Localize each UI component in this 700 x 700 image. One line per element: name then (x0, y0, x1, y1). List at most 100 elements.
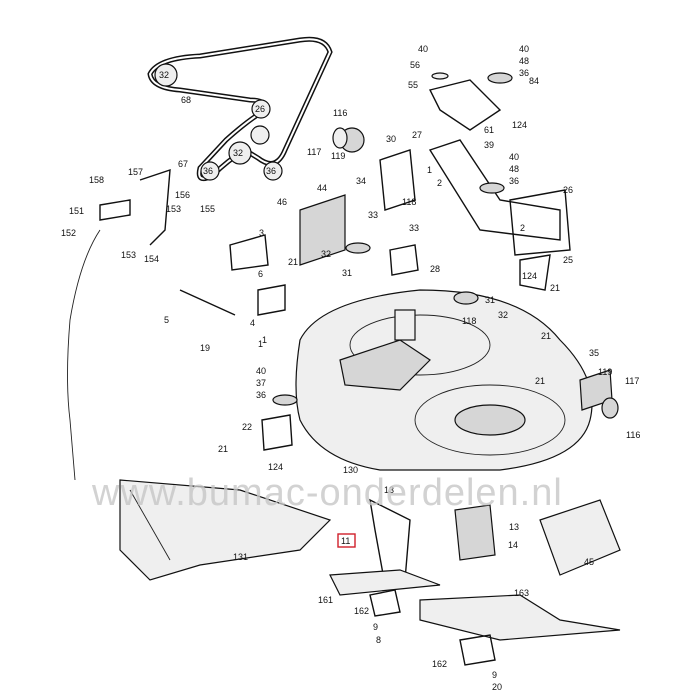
part-label: 31 (342, 268, 352, 278)
pulley-36-left (272, 394, 298, 406)
belt-pulley-32-bottom (228, 141, 252, 165)
part-label: 21 (541, 331, 551, 341)
part-label: 25 (563, 255, 573, 265)
bracket-25 (519, 254, 551, 291)
deck-left-chamber (349, 314, 491, 376)
spindle-housing-14 (454, 504, 496, 561)
bracket-4 (257, 284, 286, 316)
part-label: 124 (268, 462, 283, 472)
part-label: 19 (200, 343, 210, 353)
part-label: 124 (522, 271, 537, 281)
part-label: 1 (258, 339, 263, 349)
part-label-highlighted: 11 (341, 536, 350, 546)
part-label: 4 (250, 318, 255, 328)
part-label: 151 (69, 206, 84, 216)
part-label: 28 (430, 264, 440, 274)
part-label: 40 (256, 366, 266, 376)
part-label: 2 (437, 178, 442, 188)
part-label: 154 (144, 254, 159, 264)
part-label: 44 (317, 183, 327, 193)
part-label: 153 (121, 250, 136, 260)
belt-diagram: 32 26 36 32 36 (147, 36, 333, 182)
part-label: 21 (535, 376, 545, 386)
blade-163 (419, 594, 621, 641)
belt-pulley-26-top (251, 99, 271, 119)
idler-arm-27 (428, 139, 561, 241)
part-label: 5 (164, 315, 169, 325)
part-label: 161 (318, 595, 333, 605)
rod-6 (179, 289, 236, 316)
part-label: 37 (256, 378, 266, 388)
upper-assembly (67, 72, 619, 481)
bracket-26 (509, 189, 571, 256)
belt-pulley-36-left (200, 161, 220, 181)
part-labels: 40 56 55 40 48 36 84 124 61 30 27 39 40 … (61, 44, 640, 692)
idler-pulley-36 (487, 72, 513, 84)
watermark: www.bumac-onderdelen.nl (91, 472, 563, 514)
wheel-119 (601, 397, 619, 419)
part-label: 32 (321, 249, 331, 259)
part-label: 153 (166, 204, 181, 214)
part-label: 67 (178, 159, 188, 169)
part-label: 45 (584, 557, 594, 567)
part-label: 1 (427, 165, 432, 175)
deck-cover-plate (339, 339, 431, 391)
part-label: 124 (512, 120, 527, 130)
pulley-label: 36 (266, 166, 276, 176)
belt-guard-44 (299, 194, 346, 266)
part-label: 119 (598, 367, 612, 377)
part-label: 33 (409, 223, 419, 233)
part-label: 9 (373, 622, 378, 632)
chute-frame (129, 489, 171, 561)
part-label: 116 (333, 108, 347, 118)
bracket-151 (99, 199, 131, 221)
part-label: 32 (498, 310, 508, 320)
part-label: 9 (492, 670, 497, 680)
part-label: 1 (262, 335, 267, 345)
bracket-28 (389, 244, 419, 276)
deck-right-chamber (414, 384, 566, 456)
part-label: 30 (386, 134, 396, 144)
part-label: 21 (550, 283, 560, 293)
part-label: 21 (288, 257, 298, 267)
blade-161 (329, 569, 441, 596)
mower-deck (295, 289, 593, 471)
part-label: 2 (520, 223, 525, 233)
part-label: 36 (256, 390, 266, 400)
part-label: 152 (61, 228, 76, 238)
lift-lever-157 (139, 169, 171, 246)
part-label: 48 (509, 164, 519, 174)
part-label: 118 (462, 316, 476, 326)
part-label: 3 (259, 228, 264, 238)
part-label: 117 (625, 376, 639, 386)
part-label: 61 (484, 125, 494, 135)
belt-pulley-32-top (154, 63, 178, 87)
part-label: 40 (418, 44, 428, 54)
pulley-32-right (453, 291, 479, 305)
highlight-box (337, 533, 356, 548)
part-label: 157 (128, 167, 143, 177)
part-label: 163 (514, 588, 529, 598)
part-label: 119 (331, 151, 345, 161)
part-label: 116 (626, 430, 640, 440)
deflector-45 (539, 499, 621, 576)
pulley-label: 26 (255, 104, 265, 114)
bracket-22 (261, 414, 293, 451)
part-label: 156 (175, 190, 190, 200)
bracket-3 (229, 234, 269, 271)
pulley-hub-117 (332, 127, 348, 149)
pulley-32-left (345, 242, 371, 254)
part-label: 14 (508, 540, 518, 550)
discharge-chute-131 (119, 479, 332, 581)
bracket-34 (379, 149, 416, 211)
lower-assembly (119, 479, 621, 666)
part-label: 13 (509, 522, 519, 532)
part-label: 31 (485, 295, 495, 305)
part-label: 117 (307, 147, 321, 157)
part-label: 8 (376, 635, 381, 645)
part-label: 13 (384, 485, 394, 495)
idler-pulley-36b (479, 182, 505, 194)
part-label: 158 (89, 175, 104, 185)
